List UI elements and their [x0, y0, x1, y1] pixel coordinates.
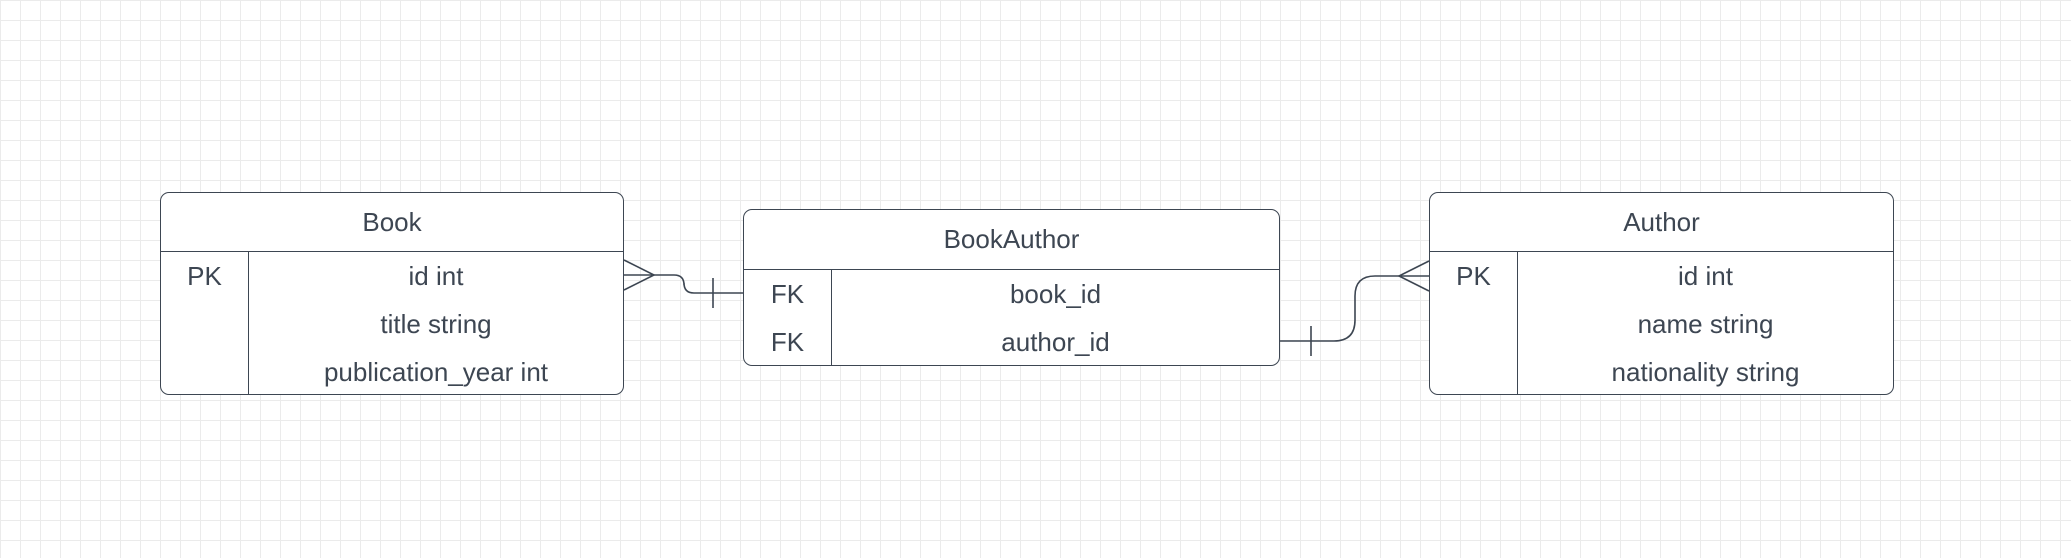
entity-fields: PK id int title string publication_year …	[161, 252, 623, 394]
field-name: nationality string	[1611, 356, 1800, 387]
key-column: PK	[1430, 252, 1518, 394]
field-key: PK	[187, 260, 222, 291]
field-key: PK	[1456, 260, 1491, 291]
entity-bookauthor[interactable]: BookAuthor FK FK book_id author_id	[743, 209, 1280, 366]
crowfoot-many-icon	[623, 259, 656, 291]
key-column: FK FK	[744, 270, 832, 365]
field-key: FK	[770, 278, 805, 309]
field-name: name string	[1637, 308, 1774, 339]
field-column: id int name string nationality string	[1518, 252, 1893, 394]
crowfoot-many-icon	[1397, 260, 1430, 292]
relationship-book-bookauthor[interactable]	[623, 259, 743, 308]
field-name: publication_year int	[323, 356, 549, 387]
field-name: author_id	[1001, 326, 1110, 357]
field-column: id int title string publication_year int	[249, 252, 623, 394]
key-column: PK	[161, 252, 249, 394]
field-name: id int	[408, 260, 464, 291]
field-column: book_id author_id	[832, 270, 1279, 365]
entity-title: BookAuthor	[744, 210, 1279, 270]
entity-title: Author	[1430, 193, 1893, 252]
field-name: id int	[1678, 260, 1733, 291]
connector-line	[624, 274, 743, 294]
relationship-bookauthor-author[interactable]	[1280, 260, 1430, 356]
entity-fields: PK id int name string nationality string	[1430, 252, 1893, 394]
entity-book[interactable]: Book PK id int title string publication_…	[160, 192, 624, 395]
field-key: FK	[770, 326, 805, 357]
field-name: book_id	[1009, 278, 1102, 309]
entity-author[interactable]: Author PK id int name string nationality…	[1429, 192, 1894, 395]
connector-line	[1280, 275, 1429, 342]
entity-title: Book	[161, 193, 623, 252]
entity-fields: FK FK book_id author_id	[744, 270, 1279, 365]
field-name: title string	[380, 308, 492, 339]
